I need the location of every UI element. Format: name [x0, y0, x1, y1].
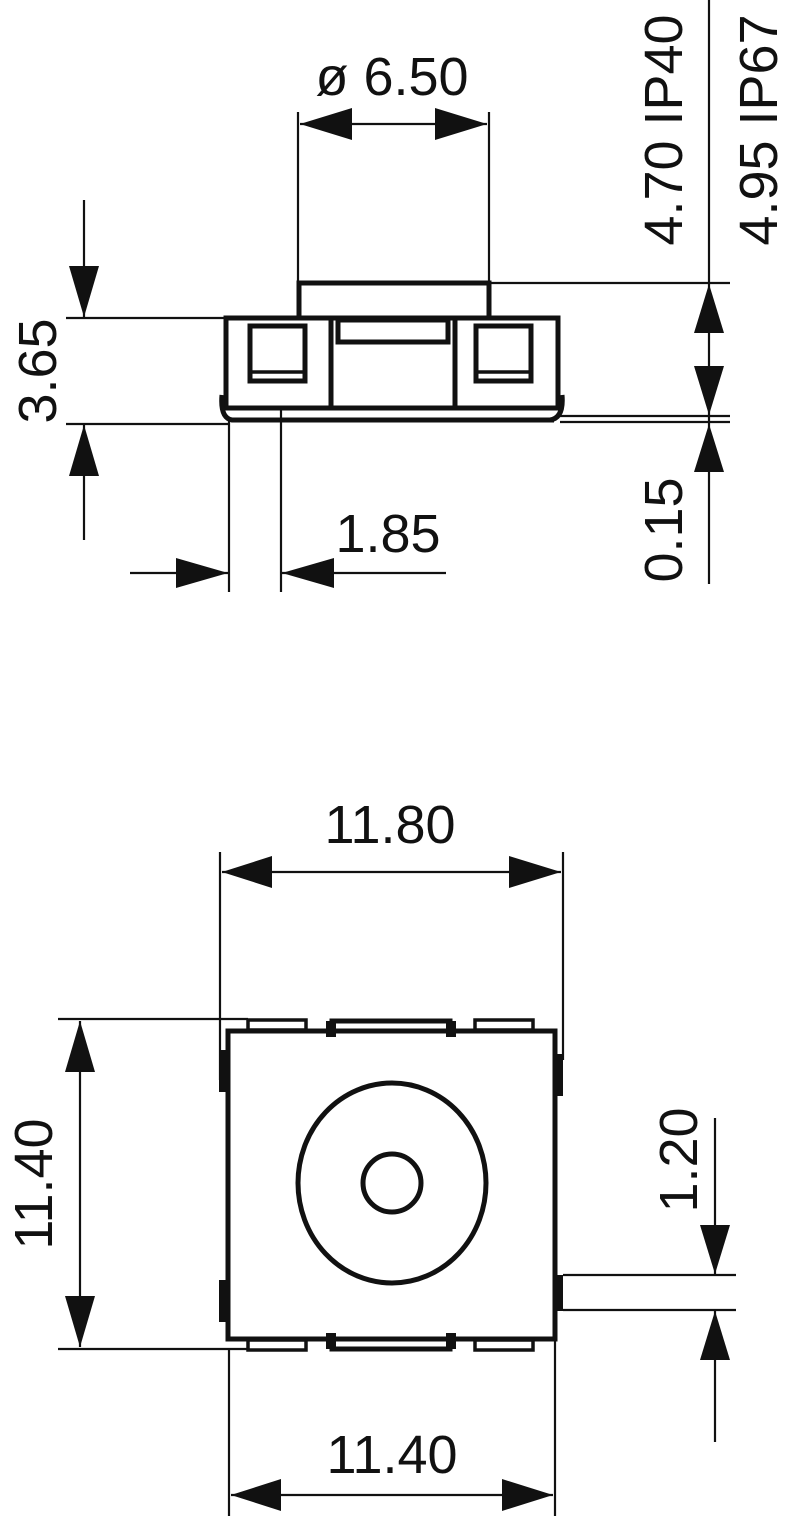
arrow-down-icon [65, 1296, 95, 1347]
top-view: 11.80 [4, 795, 736, 1516]
dim-label-terminal-width: 1.85 [335, 504, 440, 564]
dim-body-height: 3.65 [8, 200, 230, 540]
dim-label-height-ip67: 4.95 IP67 [729, 14, 789, 245]
dim-label-width-with-terminals: 11.80 [324, 795, 455, 855]
arrow-left-icon [231, 1479, 281, 1511]
dim-label-height: 11.40 [4, 1118, 64, 1249]
arrow-down-icon [69, 266, 99, 317]
actuator-outer-circle [295, 1080, 489, 1286]
dim-label-height-ip40: 4.70 IP40 [634, 14, 694, 245]
arrow-left-icon [300, 108, 352, 140]
switch-body-top [219, 1018, 563, 1352]
arrow-right-icon [509, 856, 561, 888]
arrow-up-icon [69, 425, 99, 476]
actuator-inner-circle [360, 1151, 424, 1215]
arrow-right-icon [502, 1479, 553, 1511]
arrow-down-icon [694, 366, 724, 415]
dim-width-with-terminals: 11.80 [218, 795, 565, 1080]
dim-body-width: 11.40 [227, 1339, 557, 1516]
dim-label-tab-width: 1.20 [649, 1107, 709, 1212]
dim-label-actuator-diameter: ø 6.50 [315, 47, 468, 107]
arrow-right-icon [176, 558, 228, 588]
arrow-up-icon [700, 1311, 730, 1360]
dim-terminal-width: 1.85 [130, 410, 446, 592]
actuator [296, 280, 492, 321]
switch-body-side [219, 315, 565, 423]
dim-label-body-width: 11.40 [326, 1425, 457, 1485]
dim-actuator-diameter: ø 6.50 [296, 47, 491, 285]
arrow-up-icon [694, 284, 724, 333]
arrow-left-icon [222, 856, 272, 888]
side-view: ø 6.50 3.65 [8, 0, 789, 592]
arrow-up-icon [694, 424, 724, 472]
arrow-right-icon [435, 108, 487, 140]
arrow-left-icon [282, 558, 334, 588]
dim-tab-width: 1.20 [563, 1107, 736, 1442]
dim-height: 11.40 [4, 1017, 248, 1351]
arrow-down-icon [700, 1225, 730, 1274]
dim-label-standoff: 0.15 [634, 477, 694, 582]
dim-total-height: 4.70 IP40 4.95 IP67 0.15 [489, 0, 789, 584]
arrow-up-icon [65, 1021, 95, 1072]
dim-label-body-height: 3.65 [8, 318, 68, 423]
